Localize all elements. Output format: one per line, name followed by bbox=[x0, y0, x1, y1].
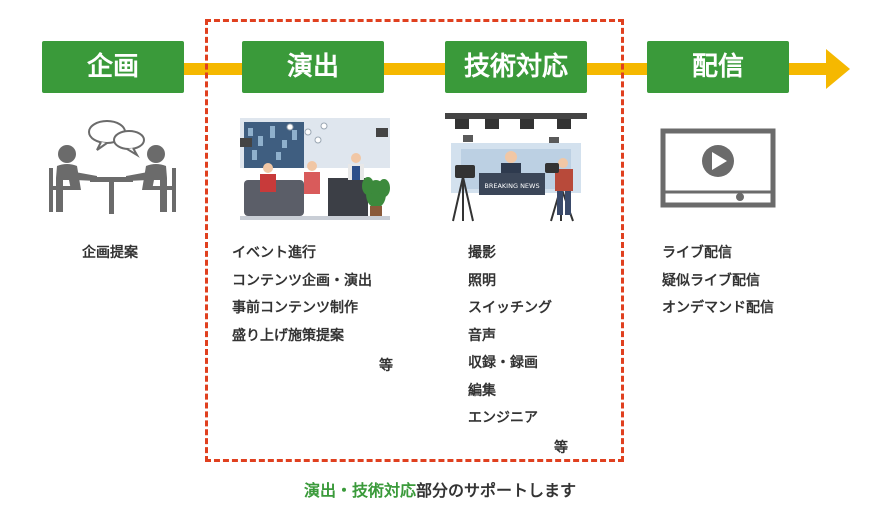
list-item: スイッチング bbox=[468, 300, 552, 316]
list-item: 事前コンテンツ制作 bbox=[232, 300, 358, 316]
stage-planning: 企画 bbox=[42, 41, 184, 93]
video-player-illustration bbox=[660, 128, 776, 208]
streaming-items: ライブ配信 疑似ライブ配信 オンデマンド配信 bbox=[662, 240, 774, 323]
list-item: 疑似ライブ配信 bbox=[662, 272, 760, 289]
list-item: 企画提案 bbox=[82, 245, 138, 261]
list-item: エンジニア bbox=[468, 410, 538, 426]
list-item: 照明 bbox=[468, 272, 496, 289]
direction-items: イベント進行 コンテンツ企画・演出 事前コンテンツ制作 盛り上げ施策提案 bbox=[232, 240, 372, 350]
support-area-border bbox=[205, 19, 624, 462]
list-item: コンテンツ企画・演出 bbox=[232, 272, 372, 289]
stage-direction: 演出 bbox=[242, 41, 384, 93]
studio-illustration bbox=[240, 118, 390, 220]
list-item: イベント進行 bbox=[232, 245, 316, 261]
direction-etc: 等 bbox=[379, 358, 393, 374]
broadcast-illustration: BREAKING NEWS bbox=[445, 113, 587, 222]
list-item: 盛り上げ施策提案 bbox=[232, 327, 344, 344]
list-item: 撮影 bbox=[468, 245, 496, 261]
stage-streaming: 配信 bbox=[647, 41, 789, 93]
planning-items: 企画提案 bbox=[82, 240, 138, 268]
list-item: オンデマンド配信 bbox=[662, 300, 774, 316]
list-item: 音声 bbox=[468, 327, 496, 344]
list-item: 収録・録画 bbox=[468, 355, 538, 371]
list-item: ライブ配信 bbox=[662, 245, 732, 261]
meeting-illustration bbox=[49, 120, 176, 214]
caption-rest: 部分のサポートします bbox=[416, 481, 577, 500]
support-caption: 演出・技術対応部分のサポートします bbox=[0, 477, 880, 501]
stage-technical: 技術対応 bbox=[445, 41, 587, 93]
technical-etc: 等 bbox=[554, 440, 568, 456]
caption-highlight: 演出・技術対応 bbox=[303, 481, 416, 500]
technical-items: 撮影 照明 スイッチング 音声 収録・録画 編集 エンジニア bbox=[468, 240, 552, 433]
breaking-news-sign: BREAKING NEWS bbox=[484, 182, 539, 190]
flow-arrow-head bbox=[826, 49, 850, 89]
list-item: 編集 bbox=[468, 382, 496, 399]
